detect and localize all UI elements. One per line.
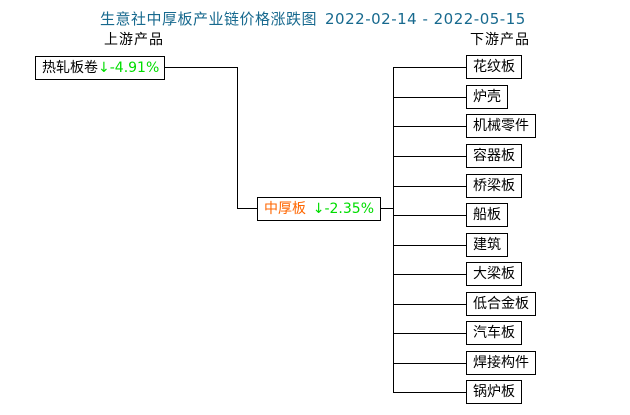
title-date-range: 2022-02-14 - 2022-05-15 — [325, 10, 526, 28]
change-value: -4.91% — [109, 60, 160, 76]
change-value: -2.35% — [324, 201, 374, 217]
node-downstream-11[interactable]: 锅炉板 — [466, 380, 522, 404]
node-downstream-5[interactable]: 船板 — [466, 203, 508, 227]
node-downstream-0[interactable]: 花纹板 — [466, 55, 522, 79]
branch-line — [393, 245, 473, 246]
branch-line — [393, 363, 473, 364]
downstream-column-label: 下游产品 — [470, 32, 530, 48]
node-label: 锅炉板 — [473, 384, 515, 400]
node-downstream-8[interactable]: 低合金板 — [466, 292, 536, 316]
price-change-down: ↓-4.91% — [98, 57, 159, 79]
down-arrow-icon: ↓ — [312, 201, 325, 217]
title-text: 生意社中厚板产业链价格涨跌图 — [100, 10, 318, 28]
node-downstream-1[interactable]: 炉壳 — [466, 85, 508, 109]
node-label: 中厚板 — [264, 201, 306, 217]
down-arrow-icon: ↓ — [98, 60, 110, 76]
upstream-column-label: 上游产品 — [104, 32, 164, 48]
node-label: 汽车板 — [473, 325, 515, 341]
branch-line — [393, 274, 473, 275]
node-label: 桥梁板 — [473, 178, 515, 194]
branch-line — [393, 67, 473, 68]
branch-line — [393, 126, 473, 127]
branch-line — [393, 392, 473, 393]
connector-line — [370, 208, 394, 209]
node-label: 建筑 — [473, 237, 501, 253]
branch-line — [393, 97, 473, 98]
trunk-line — [393, 67, 394, 393]
price-change-down: ↓-2.35% — [313, 198, 374, 220]
node-downstream-9[interactable]: 汽车板 — [466, 321, 522, 345]
connector-line — [160, 67, 238, 68]
node-downstream-6[interactable]: 建筑 — [466, 233, 508, 257]
page-title: 生意社中厚板产业链价格涨跌图 2022-02-14 - 2022-05-15 — [100, 8, 526, 29]
node-label: 炉壳 — [473, 89, 501, 105]
node-downstream-4[interactable]: 桥梁板 — [466, 174, 522, 198]
node-downstream-10[interactable]: 焊接构件 — [466, 351, 536, 375]
connector-line — [237, 67, 238, 209]
node-downstream-3[interactable]: 容器板 — [466, 144, 522, 168]
node-label: 花纹板 — [473, 59, 515, 75]
branch-line — [393, 156, 473, 157]
node-label: 机械零件 — [473, 118, 529, 134]
branch-line — [393, 215, 473, 216]
node-label: 热轧板卷 — [42, 60, 98, 76]
connector-line — [237, 208, 269, 209]
node-label: 船板 — [473, 207, 501, 223]
branch-line — [393, 304, 473, 305]
node-label: 焊接构件 — [473, 355, 529, 371]
node-label: 容器板 — [473, 148, 515, 164]
node-hot-rolled-coil[interactable]: 热轧板卷 ↓-4.91% — [35, 56, 165, 80]
node-label: 大梁板 — [473, 266, 515, 282]
node-downstream-2[interactable]: 机械零件 — [466, 114, 536, 138]
node-label: 低合金板 — [473, 296, 529, 312]
node-downstream-7[interactable]: 大梁板 — [466, 262, 522, 286]
node-medium-plate[interactable]: 中厚板 ↓-2.35% — [257, 197, 381, 221]
branch-line — [393, 333, 473, 334]
branch-line — [393, 186, 473, 187]
